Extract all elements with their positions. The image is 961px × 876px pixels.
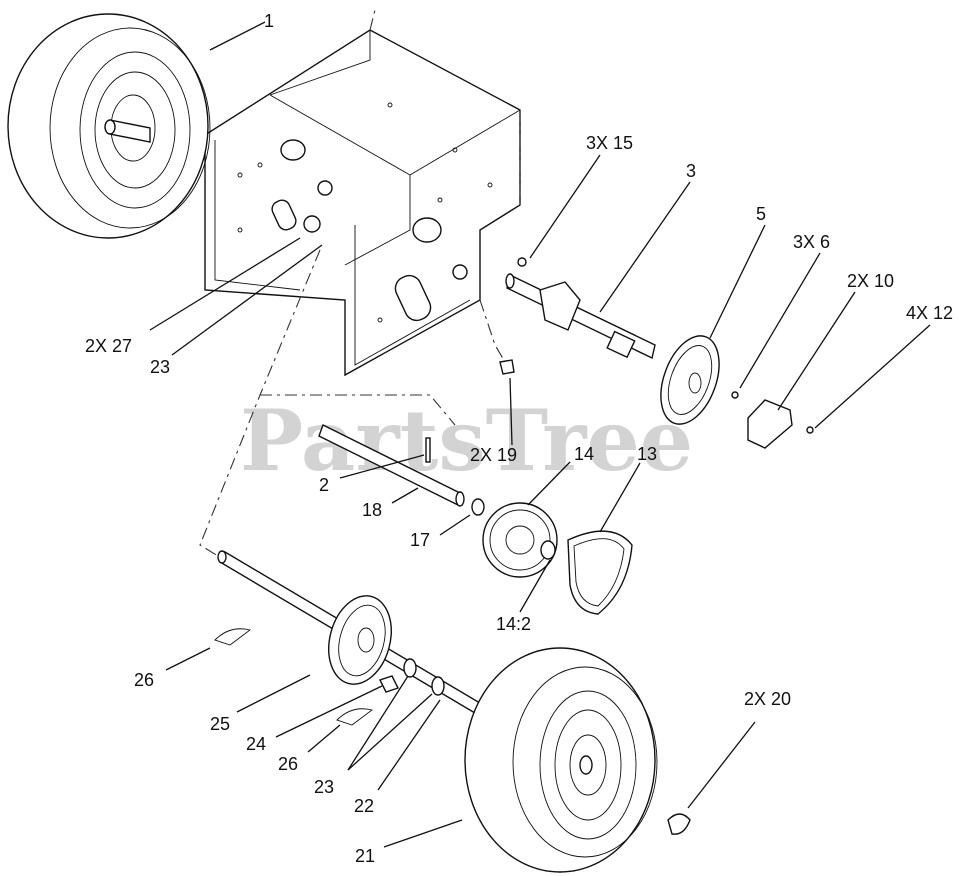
callout-2: 2 <box>319 475 329 495</box>
callout-23-bottom: 23 <box>314 777 334 797</box>
callout-3x15: 3X 15 <box>586 133 633 153</box>
callout-14: 14 <box>574 444 594 464</box>
callout-2x19: 2X 19 <box>470 445 517 465</box>
callout-26-left: 26 <box>134 670 154 690</box>
callout-5: 5 <box>756 204 766 224</box>
callout-1: 1 <box>264 11 274 31</box>
callout-4x12: 4X 12 <box>906 303 953 323</box>
callout-17: 17 <box>410 530 430 550</box>
frame-housing <box>204 29 521 377</box>
rear-axle-assembly <box>214 550 487 726</box>
callout-23-top: 23 <box>150 357 170 377</box>
callout-21: 21 <box>355 846 375 866</box>
countershaft-assembly <box>318 424 633 615</box>
callout-2x27: 2X 27 <box>85 336 132 356</box>
callout-labels: 1 2X 27 23 3X 15 3 5 3X 6 2X 10 4X 12 2X… <box>85 11 953 866</box>
wheel-top-left <box>7 13 211 239</box>
callout-14-2: 14:2 <box>496 614 531 634</box>
wheel-bottom <box>464 647 691 873</box>
callout-2x10: 2X 10 <box>847 271 894 291</box>
callout-22: 22 <box>354 796 374 816</box>
callout-24: 24 <box>246 734 266 754</box>
callout-26-lower: 26 <box>278 754 298 774</box>
watermark-text: PartsTree <box>240 391 693 490</box>
callout-25: 25 <box>210 714 230 734</box>
assembly-guide-lines <box>199 9 521 557</box>
callout-3x6: 3X 6 <box>793 232 830 252</box>
callout-2x20: 2X 20 <box>744 689 791 709</box>
callout-18: 18 <box>362 500 382 520</box>
drive-shaft-assembly <box>499 257 814 449</box>
callout-3: 3 <box>686 161 696 181</box>
callout-13: 13 <box>637 444 657 464</box>
leader-lines <box>149 21 931 848</box>
